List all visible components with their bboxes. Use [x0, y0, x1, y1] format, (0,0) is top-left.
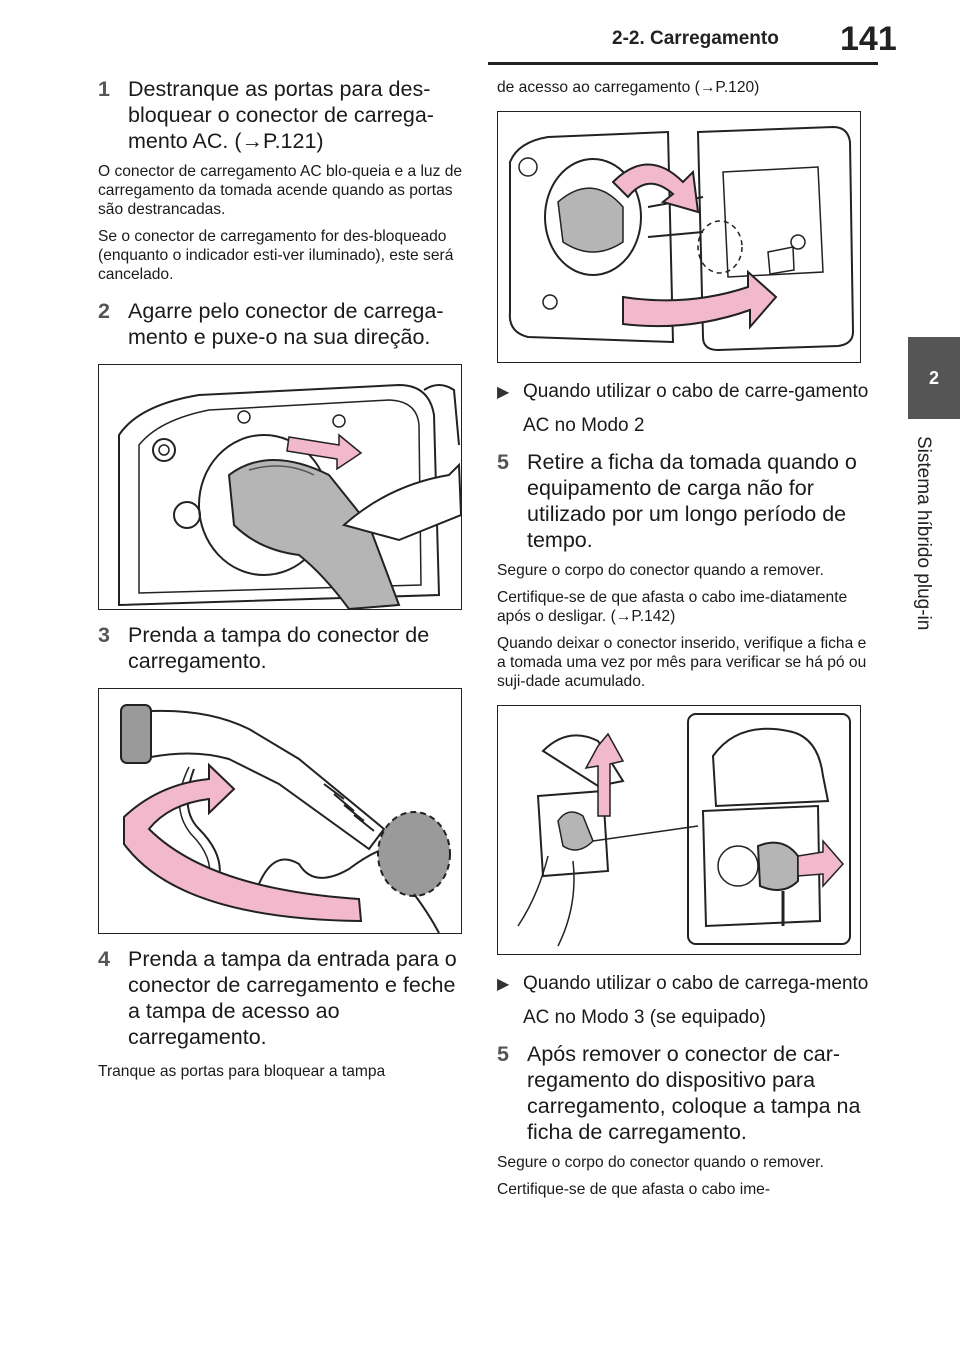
- illustration-mode3-connector: [517, 713, 851, 947]
- step-number: 5: [497, 450, 509, 474]
- step-text: Destranque as portas para des-bloquear o…: [128, 77, 434, 153]
- step-text: Retire a ficha da tomada quando o equipa…: [527, 450, 857, 552]
- illustration-connector-cap: [120, 704, 451, 933]
- note: Tranque as portas para bloquear a tampa: [98, 1063, 386, 1080]
- note: Certifique-se de que afasta o cabo ime-: [497, 1181, 771, 1198]
- illustration-pull-connector: [118, 383, 461, 609]
- step-5-mode3: 5 Após remover o conector de car-regamen…: [497, 1041, 869, 1145]
- note: Segure o corpo do conector quando a remo…: [497, 562, 824, 579]
- step-1: 1 Destranque as portas para des-bloquear…: [98, 76, 464, 154]
- step-number: 3: [98, 623, 110, 647]
- step-number: 1: [98, 77, 110, 101]
- triangle-bullet-icon: ▶: [497, 976, 510, 993]
- note: Segure o corpo do conector quando o remo…: [497, 1154, 824, 1171]
- step-2: 2 Agarre pelo conector de carrega-mento …: [98, 298, 464, 350]
- note: O conector de carregamento AC blo-queia …: [98, 163, 463, 218]
- chapter-tab: 2: [908, 337, 960, 419]
- step-3: 3 Prenda a tampa do conector de carregam…: [98, 622, 464, 674]
- step-number: 2: [98, 299, 110, 323]
- step-text: Após remover o conector de car-regamento…: [527, 1042, 861, 1144]
- chapter-number: 2: [928, 367, 939, 388]
- step-text: Prenda a tampa do conector de carregamen…: [128, 623, 430, 673]
- chapter-title: Sistema híbrido plug-in: [913, 436, 934, 631]
- right-column: de acesso ao carregamento (→P.120) ▶ Qua…: [497, 78, 869, 1207]
- illustration-close-lid: [508, 125, 855, 352]
- figure-connector-cap: [98, 688, 462, 934]
- note: de acesso ao carregamento (→P.120): [497, 79, 760, 96]
- section-title: 2-2. Carregamento: [612, 28, 779, 49]
- figure-close-lid: [497, 111, 861, 363]
- note: Quando deixar o conector inserido, verif…: [497, 635, 867, 690]
- step-number: 4: [98, 947, 110, 971]
- step-text: Prenda a tampa da entrada para o conecto…: [128, 947, 457, 1049]
- step-5-mode2: 5 Retire a ficha da tomada quando o equi…: [497, 449, 869, 553]
- left-column: 1 Destranque as portas para des-bloquear…: [98, 76, 464, 1089]
- note: Se o conector de carregamento for des-bl…: [98, 228, 454, 283]
- figure-pull-connector: [98, 364, 462, 610]
- figure-mode3-connector: [497, 705, 861, 955]
- mode2-heading: ▶ Quando utilizar o cabo de carre-gament…: [497, 375, 869, 443]
- step-number: 5: [497, 1042, 509, 1066]
- mode3-heading: ▶ Quando utilizar o cabo de carrega-ment…: [497, 967, 869, 1035]
- step-text: Agarre pelo conector de carrega-mento e …: [128, 299, 444, 349]
- step-4: 4 Prenda a tampa da entrada para o conec…: [98, 946, 464, 1050]
- header-rule: [488, 62, 878, 65]
- page-number: 141: [840, 20, 897, 58]
- note: Certifique-se de que afasta o cabo ime-d…: [497, 589, 848, 625]
- triangle-bullet-icon: ▶: [497, 384, 510, 401]
